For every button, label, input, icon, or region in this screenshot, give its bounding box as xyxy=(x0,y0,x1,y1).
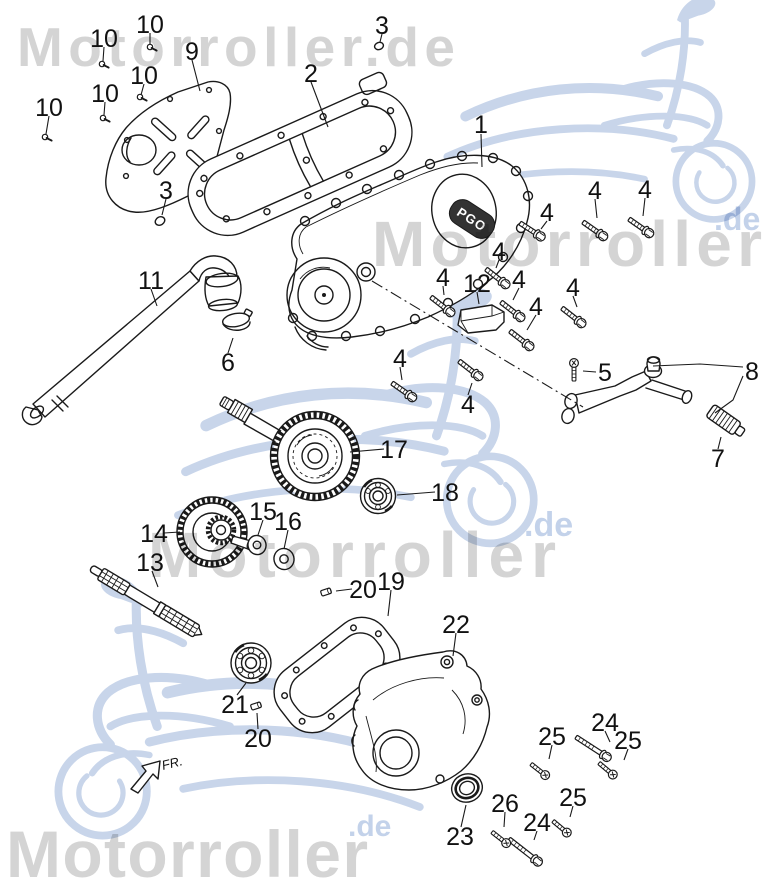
callout-4: 4 xyxy=(540,199,554,227)
callout-9: 9 xyxy=(185,38,199,66)
fastener-screw-26 xyxy=(488,827,513,850)
front-direction-arrow: FR. xyxy=(130,753,184,794)
callout-20: 20 xyxy=(349,576,377,604)
callout-4: 4 xyxy=(566,274,580,302)
callout-4: 4 xyxy=(638,176,652,204)
callout-25: 25 xyxy=(538,723,566,751)
callout-24: 24 xyxy=(523,809,551,837)
part-22-gearbox-cover xyxy=(351,650,491,791)
callout-14: 14 xyxy=(140,520,168,548)
callout-21: 21 xyxy=(221,691,249,719)
front-direction-label: FR. xyxy=(160,753,184,773)
callout-7: 7 xyxy=(711,445,725,473)
part-12-bracket xyxy=(457,304,505,334)
watermark-diagonal-1-de: .de xyxy=(714,201,760,237)
part-5-screw xyxy=(568,358,580,382)
callout-5: 5 xyxy=(598,359,612,387)
callout-4: 4 xyxy=(393,345,407,373)
callout-4: 4 xyxy=(436,264,450,292)
part-18-bearing xyxy=(359,477,397,515)
callout-15: 15 xyxy=(249,498,277,526)
callout-12: 12 xyxy=(463,270,491,298)
callout-1: 1 xyxy=(474,111,488,139)
callout-23: 23 xyxy=(446,823,474,851)
part-15-washer xyxy=(247,534,267,556)
callout-22: 22 xyxy=(442,611,470,639)
callout-3: 3 xyxy=(375,12,389,40)
callout-6: 6 xyxy=(221,349,235,377)
callout-leader-lines xyxy=(45,33,744,841)
callout-4: 4 xyxy=(492,238,506,266)
part-19-gasket xyxy=(273,616,401,734)
callout-25: 25 xyxy=(559,784,587,812)
part-21-bearing xyxy=(230,642,272,684)
callout-13: 13 xyxy=(136,549,164,577)
part-17-drive-gear xyxy=(219,396,361,502)
callout-10: 10 xyxy=(136,11,164,39)
callout-10: 10 xyxy=(90,25,118,53)
part-16-washer xyxy=(273,547,295,571)
watermark-top: Motorroller.de xyxy=(17,16,455,78)
part-1-crankcase-cover: PGO xyxy=(286,150,534,351)
callout-20: 20 xyxy=(244,725,272,753)
callout-10: 10 xyxy=(91,80,119,108)
watermark-layer: Motorroller.de Motorroller .de Motorroll… xyxy=(6,16,762,891)
callout-10: 10 xyxy=(130,62,158,90)
part-13-output-shaft xyxy=(89,565,203,638)
alignment-dash-line xyxy=(371,280,584,408)
callout-4: 4 xyxy=(461,391,475,419)
part-3-oring xyxy=(154,216,166,226)
callout-8: 8 xyxy=(745,358,759,386)
part-7-kickstart-rubber xyxy=(706,404,746,437)
watermark-diagonal-2: Motorroller xyxy=(148,519,556,591)
callout-16: 16 xyxy=(274,508,302,536)
part-23-oil-seal xyxy=(450,773,484,803)
callout-11: 11 xyxy=(138,267,164,295)
part-8-kickstart-lever xyxy=(561,356,693,425)
part-14-counter-gear xyxy=(176,496,254,568)
callout-19: 19 xyxy=(377,568,405,596)
watermark-bottom-de: .de xyxy=(348,810,391,843)
part-3-oring xyxy=(373,41,385,51)
callout-10: 10 xyxy=(35,94,63,122)
callout-18: 18 xyxy=(431,479,459,507)
callout-2: 2 xyxy=(304,60,318,88)
part-6-hose-clamp xyxy=(221,308,253,331)
callout-4: 4 xyxy=(588,177,602,205)
part-11-breather-tube xyxy=(21,255,242,426)
callout-25: 25 xyxy=(614,727,642,755)
callout-4: 4 xyxy=(512,266,526,294)
part-2-gasket xyxy=(187,71,413,237)
callout-24: 24 xyxy=(591,709,619,737)
callout-4: 4 xyxy=(529,293,543,321)
callout-17: 17 xyxy=(380,436,408,464)
callout-3: 3 xyxy=(159,177,173,205)
watermark-diagonal-2-de: .de xyxy=(524,506,573,544)
callout-26: 26 xyxy=(491,790,519,818)
watermark-diagonal-1: Motorroller xyxy=(372,208,762,280)
watermark-bottom: Motorroller xyxy=(6,817,368,891)
part-20-dowel-pin xyxy=(249,701,263,711)
